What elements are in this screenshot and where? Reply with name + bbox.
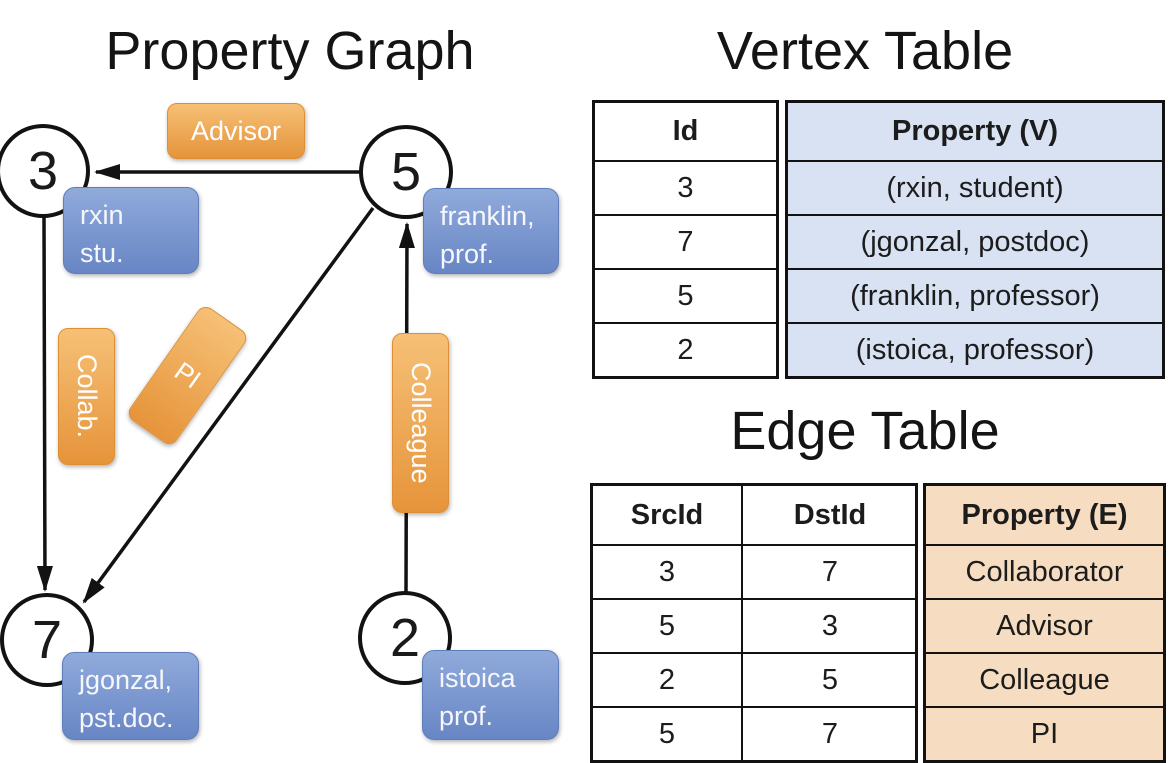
node-3-property-line1: rxin bbox=[80, 200, 124, 230]
vertex-table-property-column: Property (V) (rxin, student) (jgonzal, p… bbox=[785, 100, 1165, 379]
node-7-property-pill: jgonzal, pst.doc. bbox=[62, 652, 199, 740]
edge-table-property-column: Property (E) Collaborator Advisor Collea… bbox=[923, 483, 1166, 763]
node-2-property-pill: istoica prof. bbox=[422, 650, 559, 740]
edge-table-title: Edge Table bbox=[730, 401, 1000, 461]
vertex-table-title: Vertex Table bbox=[716, 21, 1014, 81]
edge-table-id-columns: SrcId DstId 3 7 5 3 2 5 5 7 bbox=[590, 483, 918, 763]
node-7-property-line1: jgonzal, bbox=[79, 665, 173, 695]
node-5-id: 5 bbox=[390, 142, 422, 202]
table-cell: 7 bbox=[741, 544, 917, 598]
node-3-property-line2: stu. bbox=[80, 238, 124, 269]
vertex-table: Id 3 7 5 2 Property (V) (rxin, student) … bbox=[592, 100, 1165, 379]
table-cell: 3 bbox=[593, 544, 741, 598]
table-cell: 3 bbox=[595, 160, 776, 214]
table-cell: 5 bbox=[595, 268, 776, 322]
edge-table: SrcId DstId 3 7 5 3 2 5 5 7 Property (E)… bbox=[590, 483, 1166, 763]
node-2-id: 2 bbox=[389, 608, 421, 668]
table-cell: (franklin, professor) bbox=[788, 268, 1162, 322]
table-cell: 3 bbox=[741, 598, 917, 652]
edge-5-to-7-pi bbox=[82, 206, 375, 604]
node-2-property-line1: istoica bbox=[439, 663, 516, 693]
edge-table-header-property: Property (E) bbox=[926, 486, 1163, 544]
node-3-property-pill: rxin stu. bbox=[63, 187, 199, 274]
property-graph-title: Property Graph bbox=[105, 21, 475, 81]
node-5-property-pill: franklin, prof. bbox=[423, 188, 559, 274]
vertex-table-id-column: Id 3 7 5 2 bbox=[592, 100, 779, 379]
node-7-property-line2: pst.doc. bbox=[79, 703, 174, 734]
edge-label-collab: Collab. bbox=[58, 328, 115, 465]
vertex-table-header-property: Property (V) bbox=[788, 103, 1162, 160]
table-cell: Collaborator bbox=[926, 544, 1163, 598]
table-cell: 5 bbox=[593, 706, 741, 760]
edge-table-header-dstid: DstId bbox=[741, 486, 917, 544]
table-cell: (jgonzal, postdoc) bbox=[788, 214, 1162, 268]
vertex-table-header-id: Id bbox=[672, 115, 699, 147]
table-cell: 7 bbox=[595, 214, 776, 268]
table-cell: PI bbox=[926, 706, 1163, 760]
table-cell: Advisor bbox=[926, 598, 1163, 652]
table-cell: (istoica, professor) bbox=[788, 322, 1162, 376]
table-cell: 2 bbox=[595, 322, 776, 376]
node-3-id: 3 bbox=[27, 141, 59, 201]
edge-label-colleague: Colleague bbox=[392, 333, 449, 513]
edge-table-header-srcid: SrcId bbox=[630, 498, 704, 531]
node-7-id: 7 bbox=[31, 610, 63, 670]
table-cell: 5 bbox=[593, 598, 741, 652]
node-5-property-line2: prof. bbox=[440, 239, 495, 270]
table-cell: 5 bbox=[741, 652, 917, 706]
table-cell: 2 bbox=[593, 652, 741, 706]
table-cell: Colleague bbox=[926, 652, 1163, 706]
table-cell: (rxin, student) bbox=[788, 160, 1162, 214]
node-2-property-line2: prof. bbox=[439, 701, 494, 732]
table-cell: 7 bbox=[741, 706, 917, 760]
edge-label-advisor: Advisor bbox=[167, 103, 305, 159]
edge-3-to-7-collab bbox=[36, 215, 53, 592]
node-5-property-line1: franklin, bbox=[440, 201, 535, 231]
